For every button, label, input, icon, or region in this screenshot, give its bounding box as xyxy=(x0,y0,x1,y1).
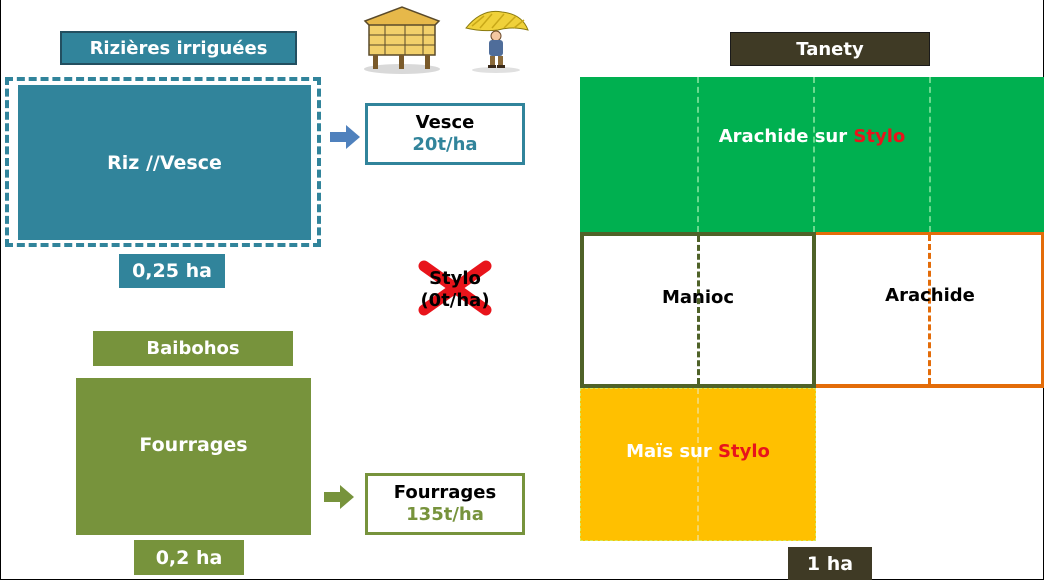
baibohos-header: Baibohos xyxy=(93,331,293,366)
tanety-area-badge: 1 ha xyxy=(788,547,872,580)
baibohos-header-text: Baibohos xyxy=(146,338,240,359)
vesce-output-name: Vesce xyxy=(415,112,475,133)
rizieres-plot: Riz //Vesce xyxy=(18,85,311,240)
plot-divider xyxy=(697,77,699,232)
plot-divider xyxy=(813,77,815,232)
baibohos-plot: Fourrages xyxy=(76,378,311,535)
plot-divider xyxy=(697,388,699,541)
stylo-value: (0t/ha) xyxy=(420,290,490,311)
arachide-stylo-prefix: Arachide sur xyxy=(718,125,854,147)
plot-divider xyxy=(929,77,931,232)
arachide-label: Arachide xyxy=(885,284,975,306)
fourrages-output-value: 135t/ha xyxy=(406,504,484,525)
tanety-plot-arachide-stylo xyxy=(580,77,1044,232)
rizieres-area-badge: 0,25 ha xyxy=(119,254,225,288)
stylo-name: Stylo xyxy=(429,268,481,289)
hay-storage-icon xyxy=(363,6,441,74)
mais-stylo-highlight: Stylo xyxy=(718,440,770,462)
rizieres-header-text: Rizières irriguées xyxy=(89,37,268,59)
baibohos-area: 0,2 ha xyxy=(155,546,223,569)
fourrages-output-name: Fourrages xyxy=(393,482,497,503)
manioc-label-box: Manioc xyxy=(580,282,816,312)
rizieres-header: Rizières irriguées xyxy=(60,31,297,65)
rizieres-plot-label: Riz //Vesce xyxy=(107,151,222,174)
baibohos-plot-label: Fourrages xyxy=(139,434,248,456)
arachide-stylo-label: Arachide sur Stylo xyxy=(580,120,1044,152)
baibohos-area-badge: 0,2 ha xyxy=(134,540,244,575)
tanety-plot-arachide xyxy=(816,232,1044,388)
stylo-label: Stylo (0t/ha) xyxy=(400,265,510,315)
arachide-stylo-highlight: Stylo xyxy=(853,125,906,147)
vesce-output-box: Vesce 20t/ha xyxy=(365,103,525,165)
tanety-header: Tanety xyxy=(730,32,930,66)
vesce-output-value: 20t/ha xyxy=(412,134,478,155)
plot-divider xyxy=(697,236,700,384)
tanety-area: 1 ha xyxy=(806,552,854,575)
farmer-carrying-hay-icon xyxy=(465,10,529,73)
mais-stylo-label: Maïs sur Stylo xyxy=(580,435,816,467)
plot-divider xyxy=(928,235,931,384)
arrow-right-icon xyxy=(330,125,360,149)
rizieres-area: 0,25 ha xyxy=(132,260,212,282)
red-cross-icon xyxy=(418,260,492,316)
rizieres-plot-outline xyxy=(5,77,321,247)
tanety-header-text: Tanety xyxy=(796,38,864,60)
manioc-label: Manioc xyxy=(661,286,735,308)
arachide-label-box: Arachide xyxy=(816,280,1044,310)
fourrages-output-box: Fourrages 135t/ha xyxy=(365,473,525,535)
mais-stylo-prefix: Maïs sur xyxy=(626,440,719,462)
arrow-right-icon xyxy=(324,485,354,509)
